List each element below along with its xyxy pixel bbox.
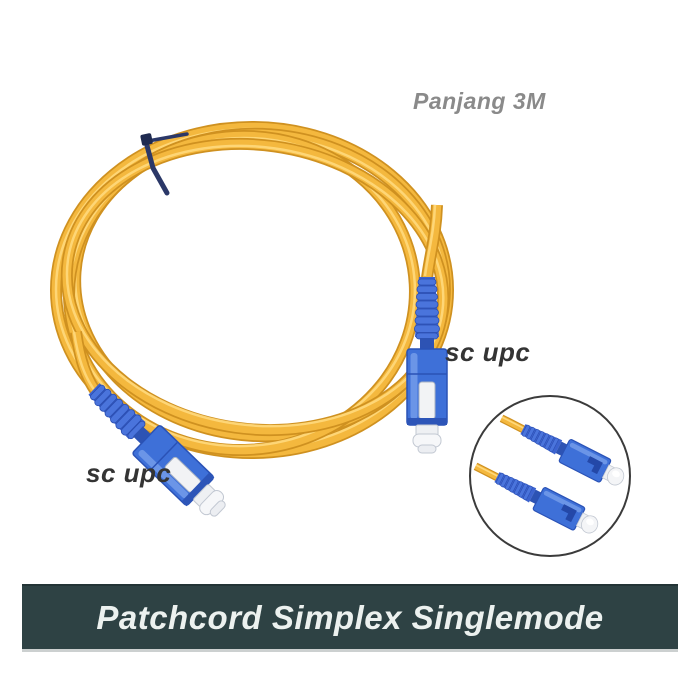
cable-tie <box>140 132 189 196</box>
product-banner: Patchcord Simplex Singlemode <box>22 584 678 649</box>
sc-upc-label-right: sc upc <box>445 337 531 367</box>
cable-tail-left <box>70 331 102 397</box>
inset-circle <box>470 395 630 557</box>
length-label: Panjang 3M <box>413 88 546 114</box>
sc-upc-label-left: sc upc <box>86 458 172 488</box>
banner-title: Patchcord Simplex Singlemode <box>96 598 604 636</box>
cable-coil <box>50 121 454 459</box>
cable-tail-right <box>421 204 443 279</box>
